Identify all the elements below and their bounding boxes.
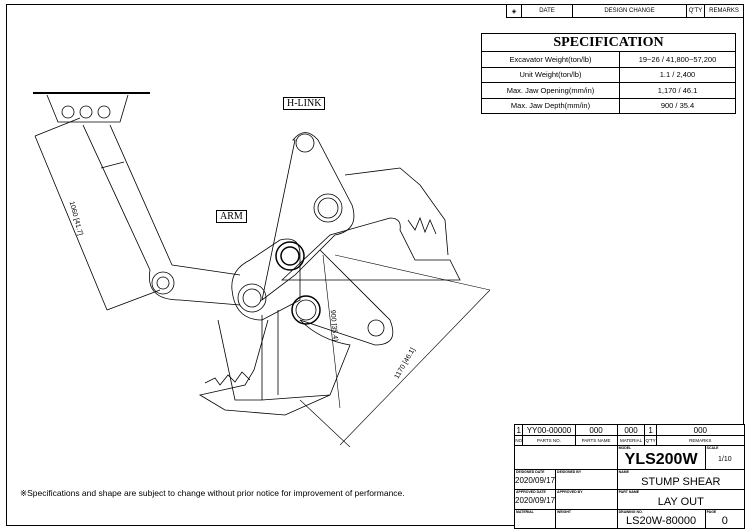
approved-date-label: APPROVED DATE bbox=[516, 489, 546, 494]
spec-row: Max. Jaw Depth(mm/in)900 / 35.4 bbox=[481, 97, 736, 114]
spec-title: SPECIFICATION bbox=[481, 33, 736, 52]
approved-date-cell: APPROVED DATE 2020/09/17 bbox=[513, 488, 557, 510]
part-name: 000 bbox=[574, 424, 618, 436]
specification-table: SPECIFICATION Excavator Weight(ton/lb)19… bbox=[481, 33, 736, 114]
jaw-body bbox=[198, 167, 461, 416]
spec-label: Max. Jaw Depth(mm/in) bbox=[481, 97, 620, 114]
spec-value: 1.1 / 2,400 bbox=[619, 66, 736, 83]
parts-row: 1 YY00-00000 000 000 1 000 bbox=[513, 424, 746, 436]
spec-row: Max. Jaw Opening(mm/in)1,170 / 46.1 bbox=[481, 82, 736, 99]
rev-qty-header: Q'TY bbox=[686, 4, 705, 18]
spec-row: Excavator Weight(ton/lb)19~26 / 41,800~5… bbox=[481, 51, 736, 68]
scale-value: 1/10 bbox=[717, 455, 732, 463]
drawing-no-label: DRAWING NO. bbox=[618, 509, 643, 514]
page-value: 0 bbox=[721, 515, 728, 528]
spec-label: Excavator Weight(ton/lb) bbox=[481, 51, 620, 68]
rev-date-header: DATE bbox=[521, 4, 573, 18]
arm-label: ARM bbox=[216, 210, 247, 223]
header-no: NO bbox=[513, 435, 524, 446]
designed-by-label: DESIGNED BY bbox=[557, 469, 582, 474]
weight-label: WEIGHT bbox=[557, 509, 572, 514]
h-link-label: H-LINK bbox=[283, 97, 326, 110]
header-remarks: REMARKS bbox=[655, 435, 746, 446]
designed-by-cell: DESIGNED BY bbox=[555, 468, 618, 490]
dimension-lines bbox=[299, 254, 491, 448]
spec-label: Unit Weight(ton/lb) bbox=[481, 66, 620, 83]
part-material: 000 bbox=[616, 424, 646, 436]
parts-header-row: NO PARTS NO. PARTS NAME MATERIAL Q'TY RE… bbox=[513, 435, 746, 446]
designed-date: 2020/09/17 bbox=[515, 476, 556, 486]
approved-date: 2020/09/17 bbox=[515, 496, 556, 506]
header-parts-no: PARTS NO. bbox=[522, 435, 576, 446]
title-block: 1 YY00-00000 000 000 1 000 NO PARTS NO. … bbox=[513, 424, 746, 529]
weight-cell: WEIGHT bbox=[555, 508, 618, 529]
spec-label: Max. Jaw Opening(mm/in) bbox=[481, 82, 620, 99]
name-cell: NAME STUMP SHEAR bbox=[616, 468, 746, 490]
part-number: YY00-00000 bbox=[522, 424, 576, 436]
designed-date-cell: DESIGNED DATE 2020/09/17 bbox=[513, 468, 557, 490]
part-name-label: PART NAME bbox=[618, 489, 640, 494]
approved-by-label: APPROVED BY bbox=[557, 489, 583, 494]
material-cell: MATERIAL bbox=[513, 508, 557, 529]
part-no: 1 bbox=[513, 424, 524, 436]
sheet-border bbox=[6, 4, 744, 526]
spec-row: Unit Weight(ton/lb)1.1 / 2,400 bbox=[481, 66, 736, 83]
spec-value: 1,170 / 46.1 bbox=[619, 82, 736, 99]
material-label: MATERIAL bbox=[516, 509, 534, 514]
scale-cell: SCALE 1/10 bbox=[704, 445, 746, 470]
h-link bbox=[261, 132, 355, 301]
revision-table: ◈ DATE DESIGN CHANGE Q'TY REMARKS bbox=[506, 4, 744, 18]
spec-value: 900 / 35.4 bbox=[619, 97, 736, 114]
drawing-no: LS20W-80000 bbox=[626, 515, 697, 528]
part-name-value: LAY OUT bbox=[657, 495, 704, 508]
part-name-cell: PART NAME LAY OUT bbox=[616, 488, 746, 510]
page-cell: PAGE 0 bbox=[704, 508, 746, 529]
arm bbox=[34, 117, 241, 311]
disclaimer-note: ※Specifications and shape are subject to… bbox=[20, 488, 405, 498]
arm-mount bbox=[33, 92, 150, 123]
header-qty: Q'TY bbox=[644, 435, 657, 446]
revision-symbol-icon: ◈ bbox=[506, 4, 522, 18]
approved-by-cell: APPROVED BY bbox=[555, 488, 618, 510]
designed-date-label: DESIGNED DATE bbox=[516, 469, 545, 474]
model-label: MODEL bbox=[618, 446, 632, 450]
model-value: YLS200W bbox=[624, 451, 698, 468]
page-label: PAGE bbox=[706, 509, 717, 514]
drawing-no-cell: DRAWING NO.LS20W-80000 bbox=[616, 508, 706, 529]
scale-label: SCALE bbox=[706, 446, 719, 450]
blank-cell bbox=[514, 445, 618, 470]
name-value: STUMP SHEAR bbox=[641, 475, 721, 488]
rev-remarks-header: REMARKS bbox=[704, 4, 744, 18]
name-label: NAME bbox=[618, 469, 629, 474]
spec-value: 19~26 / 41,800~57,200 bbox=[619, 51, 736, 68]
part-qty: 1 bbox=[644, 424, 657, 436]
rev-design-change-header: DESIGN CHANGE bbox=[572, 4, 687, 18]
header-material: MATERIAL bbox=[616, 435, 646, 446]
part-remarks: 000 bbox=[655, 424, 746, 436]
header-parts-name: PARTS NAME bbox=[574, 435, 618, 446]
